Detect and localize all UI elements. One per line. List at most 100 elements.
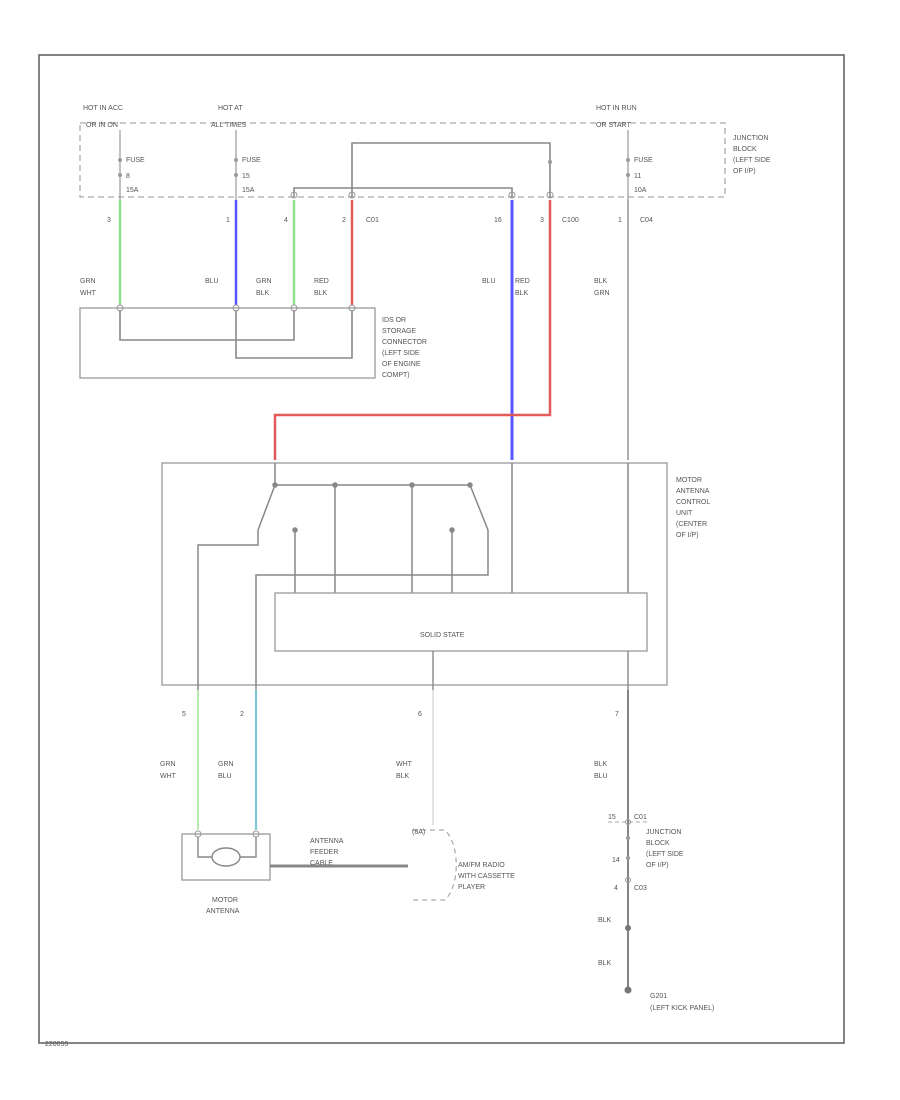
jb2-pin-4: C03: [634, 885, 647, 892]
fuse-2: FUSE 15 15A: [234, 130, 261, 200]
pin-top-1: 1: [226, 217, 230, 224]
wc-bottom-2a: WHT: [396, 761, 413, 768]
pin-bottom-0: 5: [182, 711, 186, 718]
storage-connector-box: [79, 307, 376, 379]
fuse1-hot2: OR IN ON: [86, 122, 118, 129]
pin-bottom-3: 7: [615, 711, 619, 718]
motor-icon: [197, 837, 257, 867]
radio-pin: (8A): [412, 829, 425, 836]
ground-wire-1: BLK: [598, 960, 612, 967]
feeder-label-1: FEEDER: [310, 849, 338, 856]
fuse3-hot: HOT IN RUN: [596, 105, 637, 112]
svg-text:15: 15: [242, 173, 250, 180]
svg-text:10A: 10A: [634, 187, 647, 194]
wc-top-6b: GRN: [594, 290, 610, 297]
wc-top-4a: BLU: [482, 278, 496, 285]
pin-bottom-1: 2: [240, 711, 244, 718]
pin-top-7: C100: [562, 217, 579, 224]
wc-bottom-1a: GRN: [218, 761, 234, 768]
pin-top-5: 16: [494, 217, 502, 224]
storage-label-4: OF ENGINE: [382, 361, 421, 368]
jb-label-3: OF I/P): [733, 168, 756, 175]
jb-bus-1: [293, 187, 513, 197]
wc-top-3b: BLK: [314, 290, 328, 297]
fuse2-hot: HOT AT: [218, 105, 243, 112]
wc-top-2a: GRN: [256, 278, 272, 285]
radio-label-2: PLAYER: [458, 884, 485, 891]
jb2-label-3: OF I/P): [646, 862, 669, 869]
svg-text:11: 11: [634, 173, 641, 180]
cu-label-0: MOTOR: [676, 477, 702, 484]
svg-text:FUSE: FUSE: [126, 157, 145, 164]
svg-text:8: 8: [126, 173, 130, 180]
ground-label-0: G201: [650, 993, 667, 1000]
jb-label-2: (LEFT SIDE: [733, 157, 771, 164]
fuse2-hot2: ALL TIMES: [211, 122, 247, 129]
pin-top-8: 1: [618, 217, 622, 224]
junction-block-outline: [79, 122, 726, 198]
storage-label-1: STORAGE: [382, 328, 416, 335]
solid-state-label: SOLID STATE: [420, 632, 465, 639]
wc-top-0a: GRN: [80, 278, 96, 285]
wc-bottom-1b: BLU: [218, 773, 232, 780]
storage-jumper-1: [119, 310, 295, 341]
radio-label-1: WITH CASSETTE: [458, 873, 515, 880]
storage-jumper-2: [235, 310, 353, 359]
cu-label-2: CONTROL: [676, 499, 710, 506]
wc-top-3a: RED: [314, 278, 329, 285]
wc-bottom-3a: BLK: [594, 761, 608, 768]
figure-id: 220055: [45, 1041, 68, 1048]
jb2-pin-0: 15: [608, 814, 616, 821]
wc-bottom-2b: BLK: [396, 773, 410, 780]
control-unit-box: [161, 462, 668, 686]
wc-bottom-3b: BLU: [594, 773, 608, 780]
wc-top-1a: BLU: [205, 278, 219, 285]
storage-label-2: CONNECTOR: [382, 339, 427, 346]
pin-top-4: C01: [366, 217, 379, 224]
jb-label-1: BLOCK: [733, 146, 757, 153]
wc-bottom-0a: GRN: [160, 761, 176, 768]
feeder-label-2: CABLE: [310, 860, 333, 867]
wc-top-6a: BLK: [594, 278, 608, 285]
storage-label-0: IDS OR: [382, 317, 406, 324]
ground-wire-0: BLK: [598, 917, 612, 924]
pin-top-9: C04: [640, 217, 653, 224]
cu-label-3: UNIT: [676, 510, 693, 517]
svg-text:FUSE: FUSE: [634, 157, 653, 164]
wc-top-0b: WHT: [80, 290, 97, 297]
storage-label-5: COMPT): [382, 372, 410, 379]
solid-state-box: [274, 592, 648, 652]
cu-label-1: ANTENNA: [676, 488, 710, 495]
pin-bottom-2: 6: [418, 711, 422, 718]
wc-bottom-0b: WHT: [160, 773, 177, 780]
fuse3-hot2: OR START: [596, 122, 631, 129]
radio-label-0: AM/FM RADIO: [458, 862, 505, 869]
jb2-label-2: (LEFT SIDE: [646, 851, 684, 858]
storage-label-3: (LEFT SIDE: [382, 350, 420, 357]
ground-point: [624, 986, 632, 994]
pin-top-3: 2: [342, 217, 346, 224]
motor-label-1: ANTENNA: [206, 908, 240, 915]
ground-label-1: (LEFT KICK PANEL): [650, 1005, 714, 1012]
fuse1-hot: HOT IN ACC: [83, 105, 123, 112]
jb2-label-1: BLOCK: [646, 840, 670, 847]
pin-top-6: 3: [540, 217, 544, 224]
cu-label-5: OF I/P): [676, 532, 699, 539]
feeder-label-0: ANTENNA: [310, 838, 344, 845]
svg-text:15A: 15A: [242, 187, 255, 194]
motor-label-0: MOTOR: [212, 897, 238, 904]
fuse-1: FUSE 8 15A: [118, 130, 145, 200]
jb-bus-2: [351, 142, 551, 197]
wc-top-5a: BLK: [515, 290, 529, 297]
wc-top-4b: RED: [515, 278, 530, 285]
svg-text:15A: 15A: [126, 187, 139, 194]
jb2-label-0: JUNCTION: [646, 829, 681, 836]
wc-top-2b: BLK: [256, 290, 270, 297]
jb-label-0: JUNCTION: [733, 135, 768, 142]
jb2-pin-1: C01: [634, 814, 647, 821]
cu-label-4: (CENTER: [676, 521, 707, 528]
svg-text:FUSE: FUSE: [242, 157, 261, 164]
fuse-3: FUSE 11 10A: [626, 130, 653, 200]
jb2-pin-2: 14: [612, 857, 620, 864]
